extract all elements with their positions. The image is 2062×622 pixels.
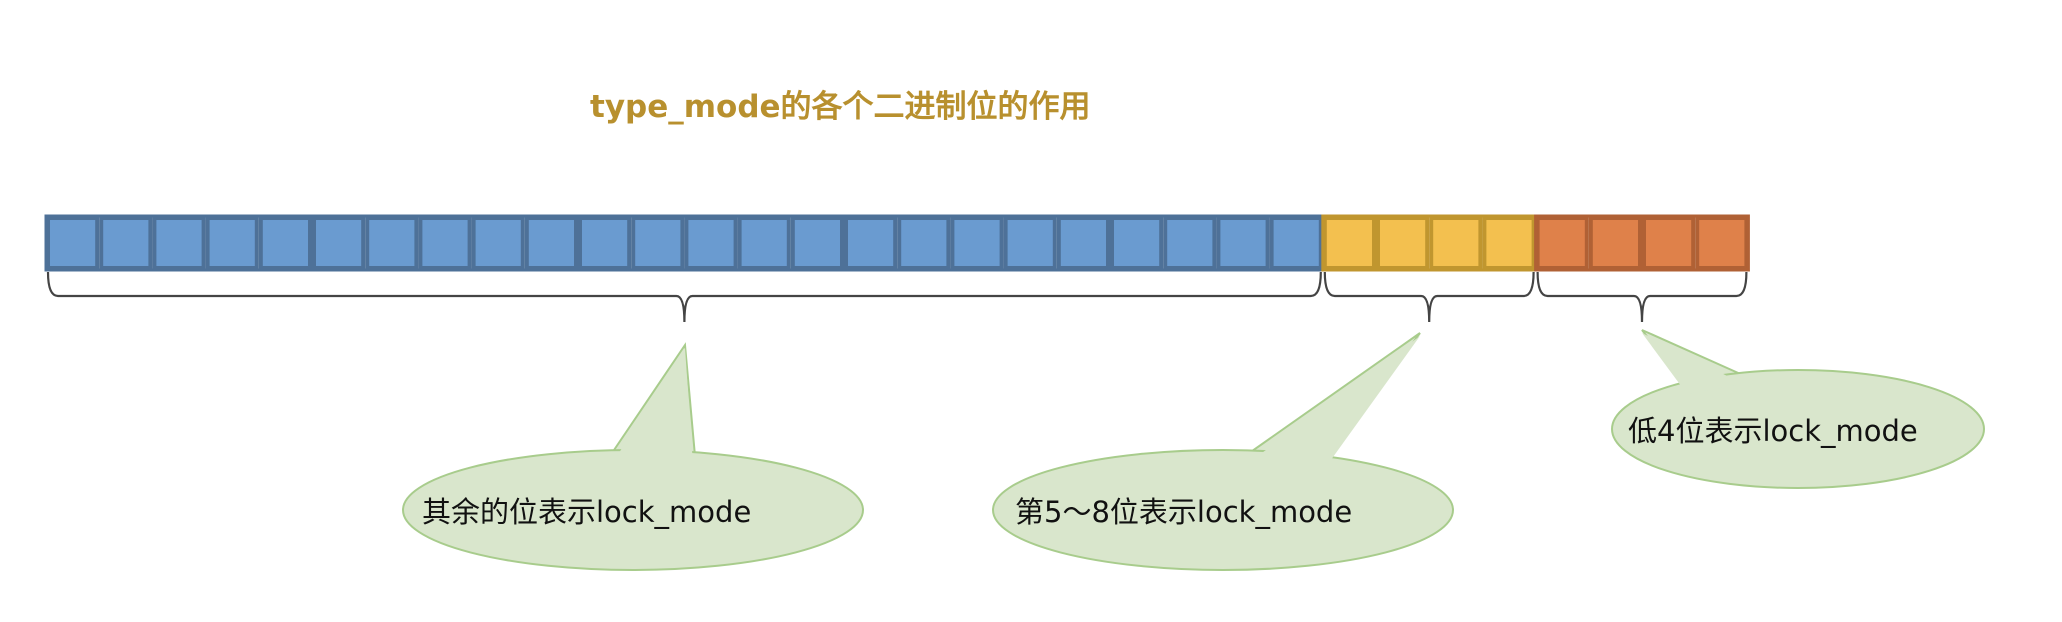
bit-group-bits-5-8	[1321, 214, 1538, 272]
bit-cell	[1535, 216, 1589, 270]
bit-cell	[1056, 216, 1111, 270]
bit-cell	[152, 216, 206, 270]
bit-cell	[312, 216, 366, 270]
brace-low-4-bits	[1536, 271, 1748, 323]
bit-bar	[44, 214, 1750, 272]
bit-cell	[471, 216, 525, 270]
bit-group-low-4-bits	[1534, 214, 1750, 272]
callout-label: 其余的位表示lock_mode	[422, 495, 751, 529]
bit-cell	[897, 216, 951, 270]
callout-tail-join	[1642, 333, 1743, 394]
brace-other-bits	[46, 271, 1322, 323]
bit-cell	[99, 216, 153, 270]
bit-cell	[1376, 216, 1430, 270]
bit-cell	[790, 216, 844, 270]
bit-cell	[1642, 216, 1696, 270]
bit-cell	[684, 216, 738, 270]
bit-cell	[418, 216, 472, 270]
brace-bits-5-8	[1323, 271, 1535, 323]
bit-cell	[524, 216, 578, 270]
callout-label: 第5～8位表示lock_mode	[1015, 495, 1352, 529]
bit-cell	[1216, 216, 1270, 270]
bit-cell	[950, 216, 1004, 270]
bit-cell	[1429, 216, 1483, 270]
bit-cell	[737, 216, 791, 270]
callout-label: 低4位表示lock_mode	[1628, 414, 1918, 448]
diagram-title: type_mode的各个二进制位的作用	[590, 89, 1091, 125]
callouts: 其余的位表示lock_mode 第5～8位表示lock_mode 低4位表示lo…	[402, 329, 1985, 571]
bit-cell	[1269, 216, 1323, 270]
bit-cell	[1695, 216, 1749, 270]
bit-cell	[844, 216, 898, 270]
bit-cell	[46, 216, 100, 270]
callout-tail-join	[1247, 336, 1420, 464]
bit-cell	[1110, 216, 1164, 270]
bit-cell	[258, 216, 312, 270]
bit-group-border	[1534, 214, 1750, 272]
bit-cell	[1588, 216, 1643, 270]
bit-cell	[1482, 216, 1536, 270]
bit-group-other-bits	[44, 214, 1325, 272]
callout-ellipse	[992, 449, 1454, 571]
callout-other-bits: 其余的位表示lock_mode	[402, 342, 864, 571]
callout-low-4-bits: 低4位表示lock_mode	[1611, 329, 1985, 489]
callout-tail-join	[612, 348, 693, 464]
bit-cell	[205, 216, 259, 270]
callout-ellipse	[1611, 369, 1985, 489]
group-braces	[46, 271, 1748, 323]
bit-cell	[365, 216, 419, 270]
callout-bits-5-8: 第5～8位表示lock_mode	[992, 332, 1454, 571]
bit-cell	[1003, 216, 1057, 270]
bit-cell	[1163, 216, 1217, 270]
bit-cell	[578, 216, 632, 270]
bit-cell	[1322, 216, 1377, 270]
bit-cell	[631, 216, 685, 270]
